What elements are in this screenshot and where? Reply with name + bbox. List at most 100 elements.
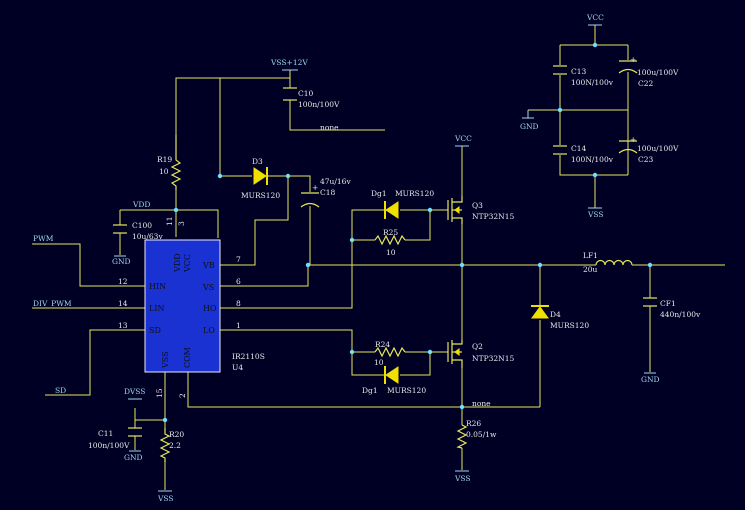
c22-value: 100u/100V [637,68,679,77]
c100-ref: C100 [132,221,152,230]
d3-ref: D3 [252,157,263,166]
capacitor-c10: C10 100n/100V [283,87,340,109]
lf1-value: 20u [583,265,598,274]
r20-value: 2.2 [169,441,181,450]
capacitor-c18: + 47u/16v C18 [300,177,351,208]
capacitor-c11: C11 100n/100V [88,427,142,450]
c13-ref: C13 [571,67,587,76]
dg1-low-ref: Dg1 [362,386,378,395]
net-vcc-top: VCC [586,13,604,26]
gnd-symbol-1: GND [112,255,131,266]
net-vss12: VSS+12V [270,58,308,71]
ic-name: IR2110S [232,352,265,361]
cf1-ref: CF1 [660,299,676,308]
c100-value: 10u/63v [132,232,163,241]
resistor-r20: R20 2.2 [159,428,184,462]
gnd-label-cf1: GND [641,375,660,384]
r26-ref: R26 [466,419,481,428]
q3-value: NTP32N15 [472,212,514,221]
lf1-ref: LF1 [583,251,598,260]
vcc-top-label: VCC [586,13,604,22]
net-vcc-mid: VCC [454,134,472,147]
pin-label-vs: VS [202,283,214,292]
q2-ref: Q2 [472,342,483,351]
c10-value: 100n/100V [298,100,340,109]
c14-ref: C14 [571,144,587,153]
vss-label-r20: VSS [157,494,174,503]
c23-plus: + [630,135,636,144]
r25-ref: R25 [383,228,398,237]
pin-label-vb: VB [202,261,215,270]
r24-ref: R24 [375,340,390,349]
net-vss12-label: VSS+12V [270,58,308,67]
pin-num-vdd: 11 [165,216,174,226]
ic-u4: 12 HIN 14 LIN 13 SD 7 VB 6 VS 8 HO 1 LO … [118,216,265,398]
net-vdd-label: VDD [132,200,150,209]
r19-ref: R19 [157,155,172,164]
c13-value: 100N/100v [571,78,614,87]
pin-num-vcc: 3 [177,221,186,226]
c11-ref: C11 [98,429,113,438]
gnd-label-1: GND [112,257,131,266]
pin-num-ho: 8 [236,299,241,308]
net-vss-r26: VSS [454,470,471,483]
r26-value: 0.05/1w [466,430,497,439]
q2-value: NTP32N15 [472,354,514,363]
net-none-a: none [320,123,339,132]
pin-num-lo: 1 [236,321,241,330]
resistor-r25: R25 10 [374,228,406,257]
cf1-value: 440n/100v [660,310,701,319]
pin-num-vs: 6 [236,277,241,286]
r19-value: 10 [159,167,169,176]
c23-value: 100u/100V [637,144,679,153]
dvss-label: DVSS [124,387,145,396]
pin-label-sd: SD [149,326,161,335]
diode-d3: D3 MURS120 [241,157,280,200]
pin-num-hin: 12 [118,277,128,286]
ic-designator: U4 [232,363,243,372]
pin-num-com: 2 [178,393,187,398]
q3-ref: Q3 [472,201,483,210]
net-dvss: DVSS [124,387,145,400]
pin-label-vcc: VCC [183,254,192,273]
input-div-pwm: DIV_PWM [33,299,72,308]
capacitor-c13: C13 100N/100v [553,65,614,87]
c11-value: 100n/100V [88,441,130,450]
mosfet-q2: Q2 NTP32N15 [447,340,514,368]
diode-dg1-low: Dg1 MURS120 [362,366,426,395]
pin-num-sd: 13 [118,321,128,330]
r20-ref: R20 [169,430,184,439]
c18-value: 47u/16v [320,177,351,186]
pin-num-vss: 15 [155,388,164,398]
pin-label-hin: HIN [149,282,166,291]
d3-value: MURS120 [241,191,280,200]
input-pwm: PWM [33,234,54,243]
c22-plus: + [630,55,636,64]
capacitor-c14: C14 100N/100v [553,144,614,164]
capacitor-cf1: CF1 440n/100v [643,297,701,319]
vss-label-r26: VSS [454,474,471,483]
c10-ref: C10 [298,89,314,98]
r24-value: 10 [374,358,384,367]
capacitor-c23: + 100u/100V C23 [618,135,679,164]
net-vss-r20: VSS [157,490,174,503]
d4-value: MURS120 [550,321,589,330]
input-sd: SD [55,386,66,395]
gnd-label-c11: GND [124,453,143,462]
wires [32,25,725,490]
resistor-r26: R26 0.05/1w [456,419,497,449]
diode-dg1-high: Dg1 MURS120 [371,189,434,219]
pin-label-lin: LIN [149,304,164,313]
c22-ref: C22 [638,79,654,88]
diode-d4: D4 MURS120 [531,305,589,330]
r25-value: 10 [386,248,396,257]
resistor-r24: R24 10 [374,340,406,367]
pin-num-vb: 7 [236,255,241,264]
pin-label-lo: LO [203,326,215,335]
gnd-symbol-c11: GND [124,450,143,462]
dg1-high-ref: Dg1 [371,189,387,198]
c18-ref: C18 [320,188,336,197]
net-vss-bulk: VSS [587,207,604,219]
capacitor-c22: + 100u/100V C22 [618,55,679,88]
